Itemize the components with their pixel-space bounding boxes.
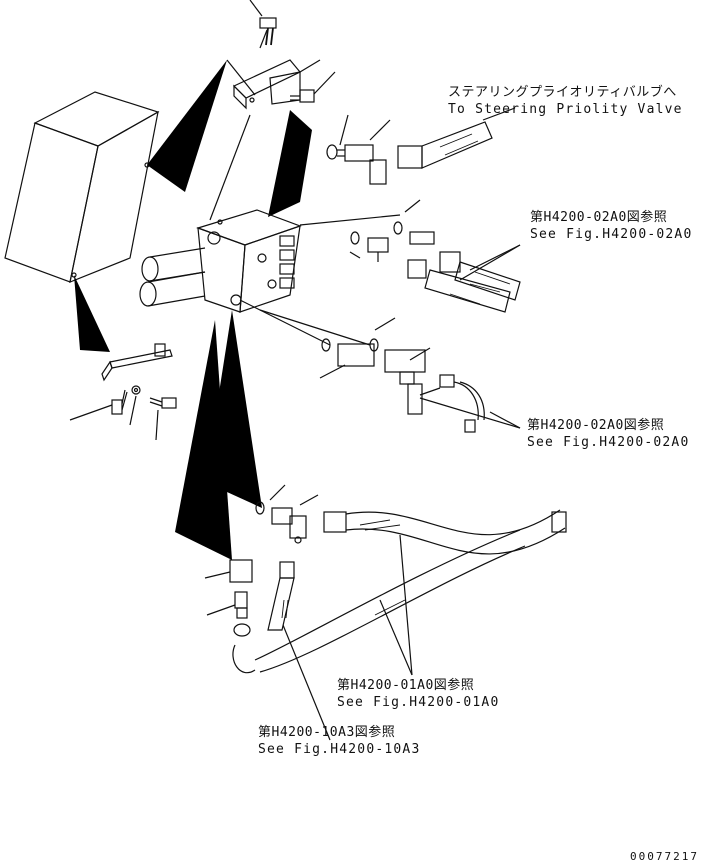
steering-hose — [397, 107, 516, 169]
cover-box — [4, 91, 160, 283]
lower-bracket — [101, 343, 173, 382]
drawing-number: 00077217 — [630, 850, 699, 863]
short-hose — [267, 561, 331, 741]
bracket-bolt — [290, 71, 336, 103]
steering-elbow-fitting — [326, 114, 391, 185]
bracket-fasteners — [69, 385, 177, 441]
callout-02a0-mid-jp: 第H4200-02A0図参照 — [527, 418, 665, 433]
upper-connector-group — [349, 199, 461, 279]
callout-02a0-top-en: See Fig.H4200-02A0 — [530, 227, 693, 242]
left-small-fittings — [204, 559, 253, 637]
upper-hose-pair — [424, 244, 521, 313]
top-bolt — [249, 0, 277, 46]
callout-02a0-top-jp: 第H4200-02A0図参照 — [530, 210, 668, 225]
valve-block — [196, 209, 302, 313]
assembly-leader-lines — [74, 29, 401, 560]
callout-01a0-en: See Fig.H4200-01A0 — [337, 695, 500, 710]
bottom-elbow-fitting — [255, 484, 319, 544]
callout-steering-jp: ステアリングプライオリティバルブへ — [448, 85, 677, 100]
callout-10a3-jp: 第H4200-10A3図参照 — [258, 725, 396, 740]
callout-10a3-en: See Fig.H4200-10A3 — [258, 742, 421, 757]
callout-01a0-jp: 第H4200-01A0図参照 — [337, 678, 475, 693]
callout-02a0-mid-en: See Fig.H4200-02A0 — [527, 435, 690, 450]
valve-spools — [139, 247, 206, 307]
lower-connector-group — [319, 317, 521, 433]
callout-steering-en: To Steering Priolity Valve — [448, 102, 683, 117]
main-hose-pair — [232, 509, 567, 676]
